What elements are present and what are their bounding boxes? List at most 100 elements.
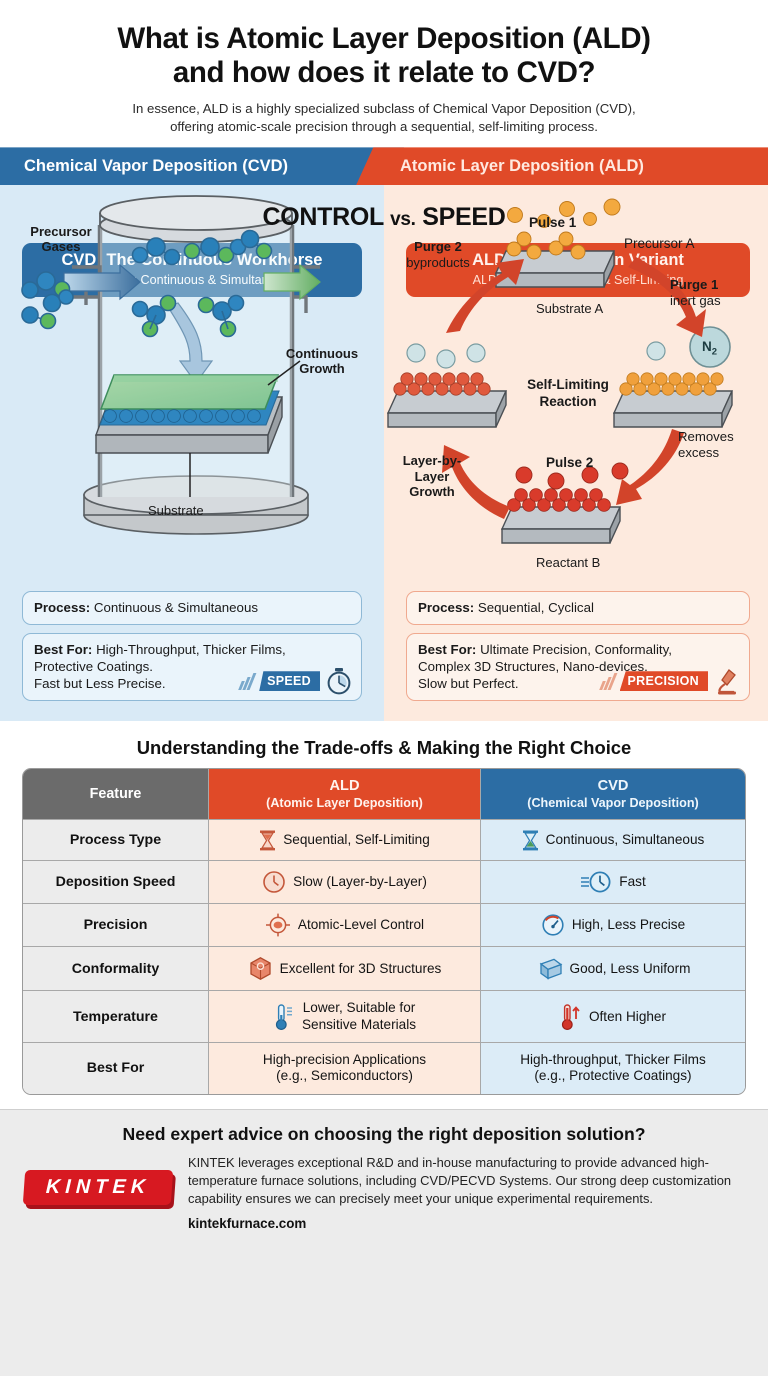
row-ald-text: Atomic-Level Control <box>297 917 425 933</box>
footer-body: KINTEK KINTEK leverages exceptional R&D … <box>22 1154 744 1234</box>
microscope-icon <box>718 669 736 695</box>
cvd-card-sub: Process: Continuous & Simultaneous <box>88 272 296 287</box>
title-line-1: What is Atomic Layer Deposition (ALD) <box>117 22 651 55</box>
cvd-process-value: Continuous & Simultaneous <box>93 600 258 616</box>
cube-wrapped-icon <box>250 957 271 981</box>
ald-pulse2-label: Pulse 2 <box>546 455 594 471</box>
cvd-bestfor-line3: Fast but Less Precise. <box>34 676 166 692</box>
cvd-column: CVD: The Continuous Workhorse Process: C… <box>0 185 384 722</box>
split-banner: Chemical Vapor Deposition (CVD) Atomic L… <box>0 147 768 186</box>
table-row: Process Type Sequential, Self-Limiting <box>23 820 745 862</box>
th-cvd-main: CVD <box>597 778 629 795</box>
row-ald-cell: Excellent for 3D Structures <box>209 947 481 992</box>
stopwatch-icon <box>327 668 351 695</box>
ald-removes-line2: excess <box>678 445 720 461</box>
target-icon <box>265 914 290 937</box>
cvd-precursor-label: Precursor Gases <box>6 224 116 255</box>
ald-badge-row: PRECISION <box>598 667 740 695</box>
hourglass-icon <box>260 830 276 851</box>
comparison-table-section: Understanding the Trade-offs & Making th… <box>0 721 768 1109</box>
table-row: Precision Atomic-Level Control <box>23 904 745 948</box>
row-ald-cell: Slow (Layer-by-Layer) <box>209 861 481 905</box>
row-cvd-text: Continuous, Simultaneous <box>545 832 705 848</box>
ald-purge2-line1: Purge 2 <box>414 239 462 255</box>
n2-subscript: 2 <box>711 347 718 359</box>
ald-purge2-line2: byproducts <box>406 254 470 270</box>
ald-purge2-label: Purge 2 byproducts <box>390 239 486 270</box>
ald-growth-label: Layer-by- Layer Growth <box>390 453 474 499</box>
row-feature: Temperature <box>23 991 209 1044</box>
row-feature: Deposition Speed <box>23 861 209 905</box>
table-header-row: Feature ALD (Atomic Layer Deposition) CV… <box>23 769 745 821</box>
ald-center-label: Self-Limiting Reaction <box>512 377 624 409</box>
th-feature: Feature <box>23 769 209 821</box>
row-cvd-cell: Fast <box>481 861 745 905</box>
speed-lines-icon <box>238 672 257 690</box>
cvd-precursor-line2: Gases <box>41 239 81 255</box>
cvd-growth-line1: Continuous <box>285 346 359 362</box>
n2-label: N2 <box>702 339 717 358</box>
logo-text: KINTEK <box>45 1175 151 1198</box>
ald-reactant-b-label: Reactant B <box>536 555 601 571</box>
ald-column: ALD: The Precision Variant ALD Cycle: Se… <box>384 185 768 722</box>
subtitle-line-2: offering atomic-scale precision through … <box>170 118 598 134</box>
comparison-table: Feature ALD (Atomic Layer Deposition) CV… <box>22 768 746 1095</box>
row-ald-text: Lower, Suitable for Sensitive Materials <box>301 1000 417 1032</box>
row-ald-cell: High-precision Applications (e.g., Semic… <box>209 1043 481 1094</box>
page-title: What is Atomic Layer Deposition (ALD) an… <box>24 22 744 89</box>
ald-center-line2: Reaction <box>539 393 597 409</box>
ald-bestfor-line1: Ultimate Precision, Conformality, <box>480 641 672 657</box>
row-cvd-cell: High-throughput, Thicker Films (e.g., Pr… <box>481 1043 745 1094</box>
thermometer-high-icon <box>561 1004 580 1030</box>
row-ald-cell: Atomic-Level Control <box>209 904 481 948</box>
comparison-title-text: CONTROL vs. SPEED <box>262 203 506 232</box>
fast-clock-icon <box>581 871 611 893</box>
th-cvd-sub: (Chemical Vapor Deposition) <box>527 795 699 810</box>
th-ald: ALD (Atomic Layer Deposition) <box>209 769 481 821</box>
ald-growth-line3: Growth <box>409 484 455 499</box>
footer-description: KINTEK leverages exceptional R&D and in-… <box>188 1154 732 1206</box>
cvd-facts: Process: Continuous & Simultaneous Best … <box>22 591 362 709</box>
row-cvd-text: Often Higher <box>588 1008 667 1024</box>
cvd-process-box: Process: Continuous & Simultaneous <box>22 591 362 625</box>
header: What is Atomic Layer Deposition (ALD) an… <box>0 0 768 148</box>
row-ald-text: Sequential, Self-Limiting <box>283 832 430 848</box>
ald-purge1-line2: inert gas <box>670 293 721 309</box>
ald-removes-label: Removes excess <box>678 429 764 461</box>
ald-process-label: Process: <box>418 600 475 616</box>
footer-heading: Need expert advice on choosing the right… <box>122 1123 646 1144</box>
footer-url[interactable]: kintekfurnace.com <box>188 1215 307 1231</box>
ald-purge1-label: Purge 1 inert gas <box>670 277 762 309</box>
ald-center-line1: Self-Limiting <box>527 377 609 393</box>
row-feature: Precision <box>23 904 209 948</box>
table-body: Process Type Sequential, Self-Limiting <box>23 820 745 1094</box>
ald-growth-line1: Layer-by- <box>402 453 462 469</box>
cvd-bestfor-line2: Protective Coatings. <box>34 658 153 674</box>
banner-cvd-label: Chemical Vapor Deposition (CVD) <box>24 156 289 175</box>
row-cvd-cell: Good, Less Uniform <box>481 947 745 992</box>
comparison-title: CONTROL vs. SPEED <box>0 203 768 232</box>
th-ald-sub: (Atomic Layer Deposition) <box>266 795 423 810</box>
thermometer-low-icon <box>275 1004 292 1030</box>
cvd-substrate-label: Substrate <box>148 503 204 519</box>
table-row: Conformality Excellent for 3D Structures <box>23 947 745 992</box>
banner-ald: Atomic Layer Deposition (ALD) <box>356 147 768 186</box>
precision-lines-icon <box>598 672 617 690</box>
banner-ald-label: Atomic Layer Deposition (ALD) <box>400 156 644 175</box>
cube-icon <box>539 959 562 981</box>
ald-bestfor-box: Best For: Ultimate Precision, Conformali… <box>406 632 750 702</box>
row-ald-text: Excellent for 3D Structures <box>279 960 442 976</box>
row-ald-text: Slow (Layer-by-Layer) <box>293 874 427 890</box>
subtitle-line-1: In essence, ALD is a highly specialized … <box>132 101 636 117</box>
cvd-badge-row: SPEED <box>238 667 352 695</box>
cvd-bestfor-box: Best For: High-Throughput, Thicker Films… <box>22 632 362 702</box>
row-ald-cell: Sequential, Self-Limiting <box>209 820 481 862</box>
row-cvd-cell: High, Less Precise <box>481 904 745 948</box>
comparison-section: CONTROL vs. SPEED CVD: The Continuous Wo… <box>0 185 768 722</box>
kintek-logo: KINTEK <box>22 1154 174 1205</box>
cvd-bestfor-line1: High-Throughput, Thicker Films, <box>96 641 286 657</box>
page-subtitle: In essence, ALD is a highly specialized … <box>24 100 744 135</box>
ald-process-box: Process: Sequential, Cyclical <box>406 591 750 625</box>
logo-box: KINTEK <box>22 1169 174 1205</box>
